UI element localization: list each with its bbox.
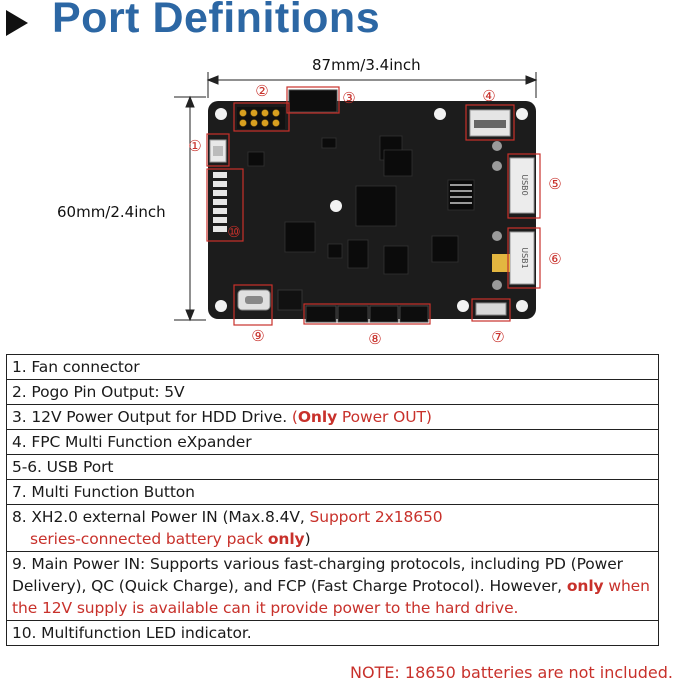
- usb-port-0: [509, 157, 535, 214]
- callout-7: ⑦: [491, 328, 504, 346]
- usb1-silkscreen: USB1: [520, 247, 529, 269]
- table-row: 3. 12V Power Output for HDD Drive. (Only…: [7, 405, 658, 430]
- title-arrow-icon: [6, 10, 28, 36]
- led-indicator-strip: [213, 172, 227, 232]
- table-row: 4. FPC Multi Function eXpander: [7, 430, 658, 455]
- table-row: 7. Multi Function Button: [7, 480, 658, 505]
- table-row: 8. XH2.0 external Power IN (Max.8.4V, Su…: [7, 505, 658, 552]
- yellow-component: [492, 254, 510, 272]
- height-dimension-line: [174, 95, 206, 322]
- callout-4: ④: [482, 87, 495, 105]
- ic-pins: [450, 184, 472, 204]
- callout-6: ⑥: [548, 250, 561, 268]
- width-dimension-label: 87mm/3.4inch: [312, 56, 421, 74]
- callout-10: ⑩: [227, 223, 240, 241]
- table-row: 5-6. USB Port: [7, 455, 658, 480]
- table-row: 10. Multifunction LED indicator.: [12, 624, 252, 642]
- usb0-silkscreen: USB0: [520, 174, 529, 196]
- xh-connectors: [305, 305, 429, 323]
- table-row: 1. Fan connector: [7, 355, 658, 380]
- pogo-pin-pads: [237, 107, 285, 129]
- capacitors: [492, 141, 502, 290]
- callout-1: ①: [188, 137, 201, 155]
- usb-port-1: [509, 231, 535, 285]
- callout-9: ⑨: [251, 327, 264, 345]
- mounting-holes: [215, 108, 528, 312]
- callout-2: ②: [255, 82, 268, 100]
- callout-8: ⑧: [368, 330, 381, 348]
- hdd-power-connector: [288, 89, 338, 113]
- callout-boxes: [206, 86, 541, 326]
- header: Port Definitions: [0, 0, 679, 44]
- board-diagram: USB0 USB1: [174, 72, 562, 348]
- page-title: Port Definitions: [52, 0, 381, 42]
- integrated-circuits: [247, 135, 475, 275]
- callout-3: ③: [342, 89, 355, 107]
- height-dimension-label: 60mm/2.4inch: [57, 203, 166, 221]
- table-row: 2. Pogo Pin Output: 5V: [7, 380, 658, 405]
- width-dimension-line: [206, 72, 538, 98]
- battery-note: NOTE: 18650 batteries are not included.: [349, 663, 673, 682]
- function-button: [475, 302, 507, 316]
- table-row: 9. Main Power IN: Supports various fast-…: [7, 552, 658, 621]
- port-definitions-table: 1. Fan connector 2. Pogo Pin Output: 5V …: [6, 354, 659, 646]
- callout-5: ⑤: [548, 175, 561, 193]
